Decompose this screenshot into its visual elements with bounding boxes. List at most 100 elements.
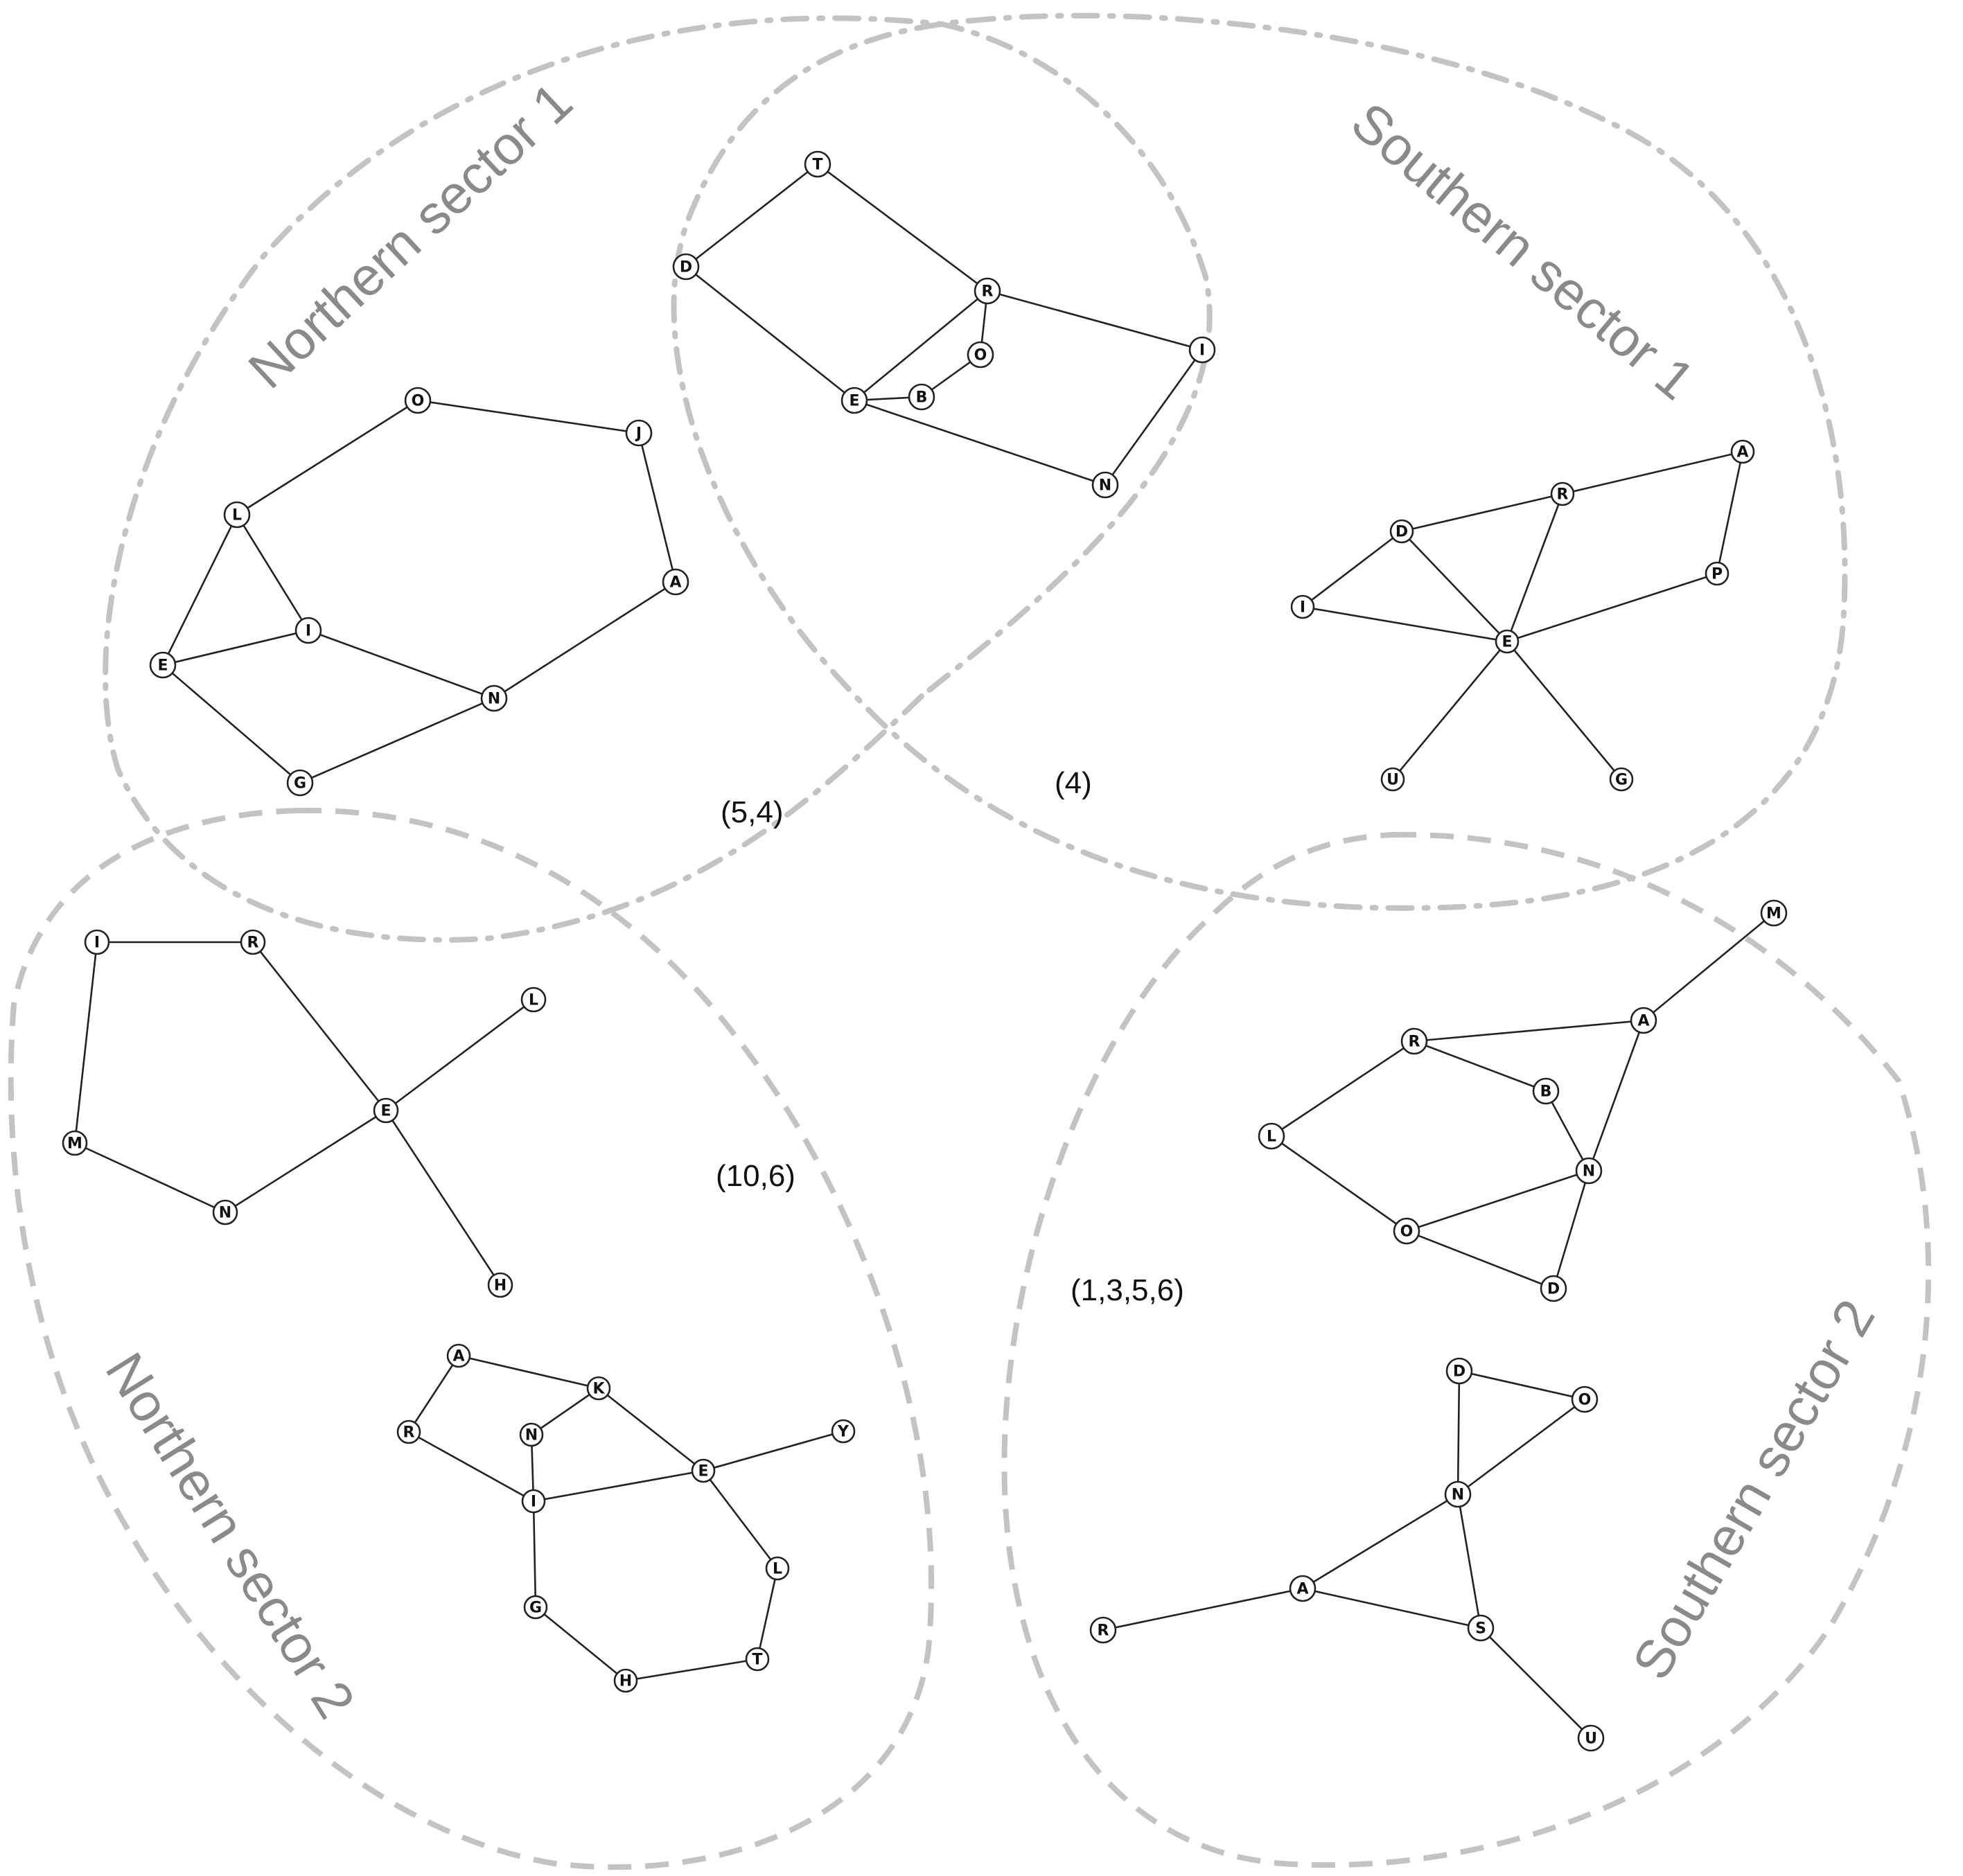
node-north2_top-N: N (212, 1199, 238, 1225)
node-circle (613, 1668, 638, 1693)
node-label: U (1387, 772, 1399, 789)
node-label: N (488, 691, 500, 708)
node-south2_bottom-N: N (1444, 1480, 1472, 1508)
node-north1-J: J (625, 419, 653, 447)
node-label: E (849, 393, 859, 410)
node-circle (1705, 561, 1729, 586)
node-circle (1389, 519, 1414, 544)
node-south1-D: D (1389, 519, 1414, 544)
node-label: A (1296, 1581, 1308, 1598)
edge-top_center-T-R (817, 163, 988, 292)
node-circle (840, 387, 868, 414)
node-south2_bottom-A: A (1289, 1575, 1317, 1602)
node-label: T (812, 157, 822, 174)
node-circle (974, 277, 1001, 305)
edge-north1-E-G (162, 664, 301, 784)
node-label: E (380, 1103, 391, 1120)
node-circle (487, 1272, 513, 1298)
node-circle (586, 1376, 611, 1401)
node-north2_bottom-R: R (396, 1419, 421, 1444)
node-label: I (531, 1494, 536, 1511)
edge-north2_top-E-H (385, 1110, 502, 1286)
node-circle (480, 684, 508, 712)
node-label: A (1736, 444, 1748, 461)
node-south2_top-B: B (1532, 1077, 1560, 1105)
node-north2_top-I: I (84, 929, 110, 955)
node-circle (1444, 1480, 1472, 1508)
node-south2_top-N: N (1575, 1157, 1603, 1185)
node-circle (520, 986, 547, 1013)
edge-south1-R-E (1506, 493, 1564, 642)
node-circle (745, 1647, 770, 1672)
node-top_center-R: R (974, 277, 1001, 305)
edge-north2_bottom-R-I (408, 1431, 534, 1503)
node-south1-R: R (1550, 481, 1575, 506)
node-circle (1532, 1077, 1560, 1105)
node-circle (1467, 1614, 1495, 1642)
edge-north2_bottom-L-T (756, 1568, 779, 1660)
edge-north2_bottom-T-H (625, 1658, 758, 1682)
edge-south2_top-O-N (1406, 1169, 1590, 1232)
node-label: L (529, 992, 538, 1009)
node-label: H (494, 1277, 507, 1295)
node-circle (446, 1343, 471, 1368)
node-south2_top-O: O (1393, 1217, 1420, 1245)
edge-north2_bottom-K-E (598, 1387, 704, 1472)
node-circle (1577, 1724, 1605, 1752)
node-north1-G: G (286, 769, 314, 797)
node-label: S (1475, 1620, 1486, 1638)
node-label: E (1502, 634, 1512, 651)
node-south2_top-A: A (1630, 1007, 1657, 1034)
node-south1-U: U (1380, 767, 1405, 792)
edge-north1-L-I (236, 514, 310, 631)
node-circle (404, 387, 432, 414)
node-label: K (592, 1381, 605, 1398)
node-label: T (752, 1652, 762, 1669)
node-north1-I: I (294, 617, 322, 644)
node-circle (62, 1130, 88, 1156)
node-north2_bottom-I: I (521, 1489, 546, 1514)
edge-north2_top-L-E (385, 998, 534, 1112)
node-south2_bottom-U: U (1577, 1724, 1605, 1752)
edge-north2_top-I-M (73, 941, 98, 1144)
node-north2_top-M: M (62, 1130, 88, 1156)
node-label: I (1300, 599, 1305, 617)
node-label: I (306, 623, 311, 640)
node-north2_bottom-L: L (765, 1556, 790, 1581)
node-circle (1091, 471, 1119, 499)
node-label: B (916, 389, 928, 407)
node-north1-N: N (480, 684, 508, 712)
node-circle (1289, 1575, 1317, 1602)
node-label: G (529, 1600, 542, 1617)
edge-north2_bottom-I-E (533, 1469, 704, 1503)
node-circle (1550, 481, 1575, 506)
node-circle (1393, 1217, 1420, 1245)
node-label: O (974, 347, 987, 364)
node-label: B (1540, 1083, 1552, 1101)
node-label: P (1711, 566, 1723, 583)
node-label: A (452, 1348, 464, 1365)
node-label: O (1578, 1392, 1592, 1409)
node-label: H (619, 1673, 632, 1690)
node-label: O (412, 393, 425, 410)
node-north1-O: O (404, 387, 432, 414)
edge-south1-D-I (1302, 530, 1402, 608)
node-label: M (67, 1135, 82, 1153)
edge-north1-L-E (161, 514, 238, 666)
node-north2_bottom-Y: Y (831, 1419, 856, 1444)
node-circle (1089, 1616, 1117, 1644)
edge-south2_top-M-A (1643, 912, 1775, 1022)
node-south2_bottom-S: S (1467, 1614, 1495, 1642)
node-label: R (1098, 1622, 1109, 1640)
edge-top_center-R-E (854, 290, 988, 402)
node-circle (1188, 336, 1216, 364)
edge-south1-D-E (1401, 531, 1508, 642)
node-label: M (1766, 905, 1781, 923)
node-north1-E: E (149, 651, 177, 679)
overlap-label-5-4: (5,4) (721, 795, 783, 829)
edge-north2_top-N-E (225, 1109, 387, 1214)
node-circle (1760, 899, 1788, 927)
overlap-label-1-3-5-6: (1,3,5,6) (1071, 1273, 1184, 1307)
